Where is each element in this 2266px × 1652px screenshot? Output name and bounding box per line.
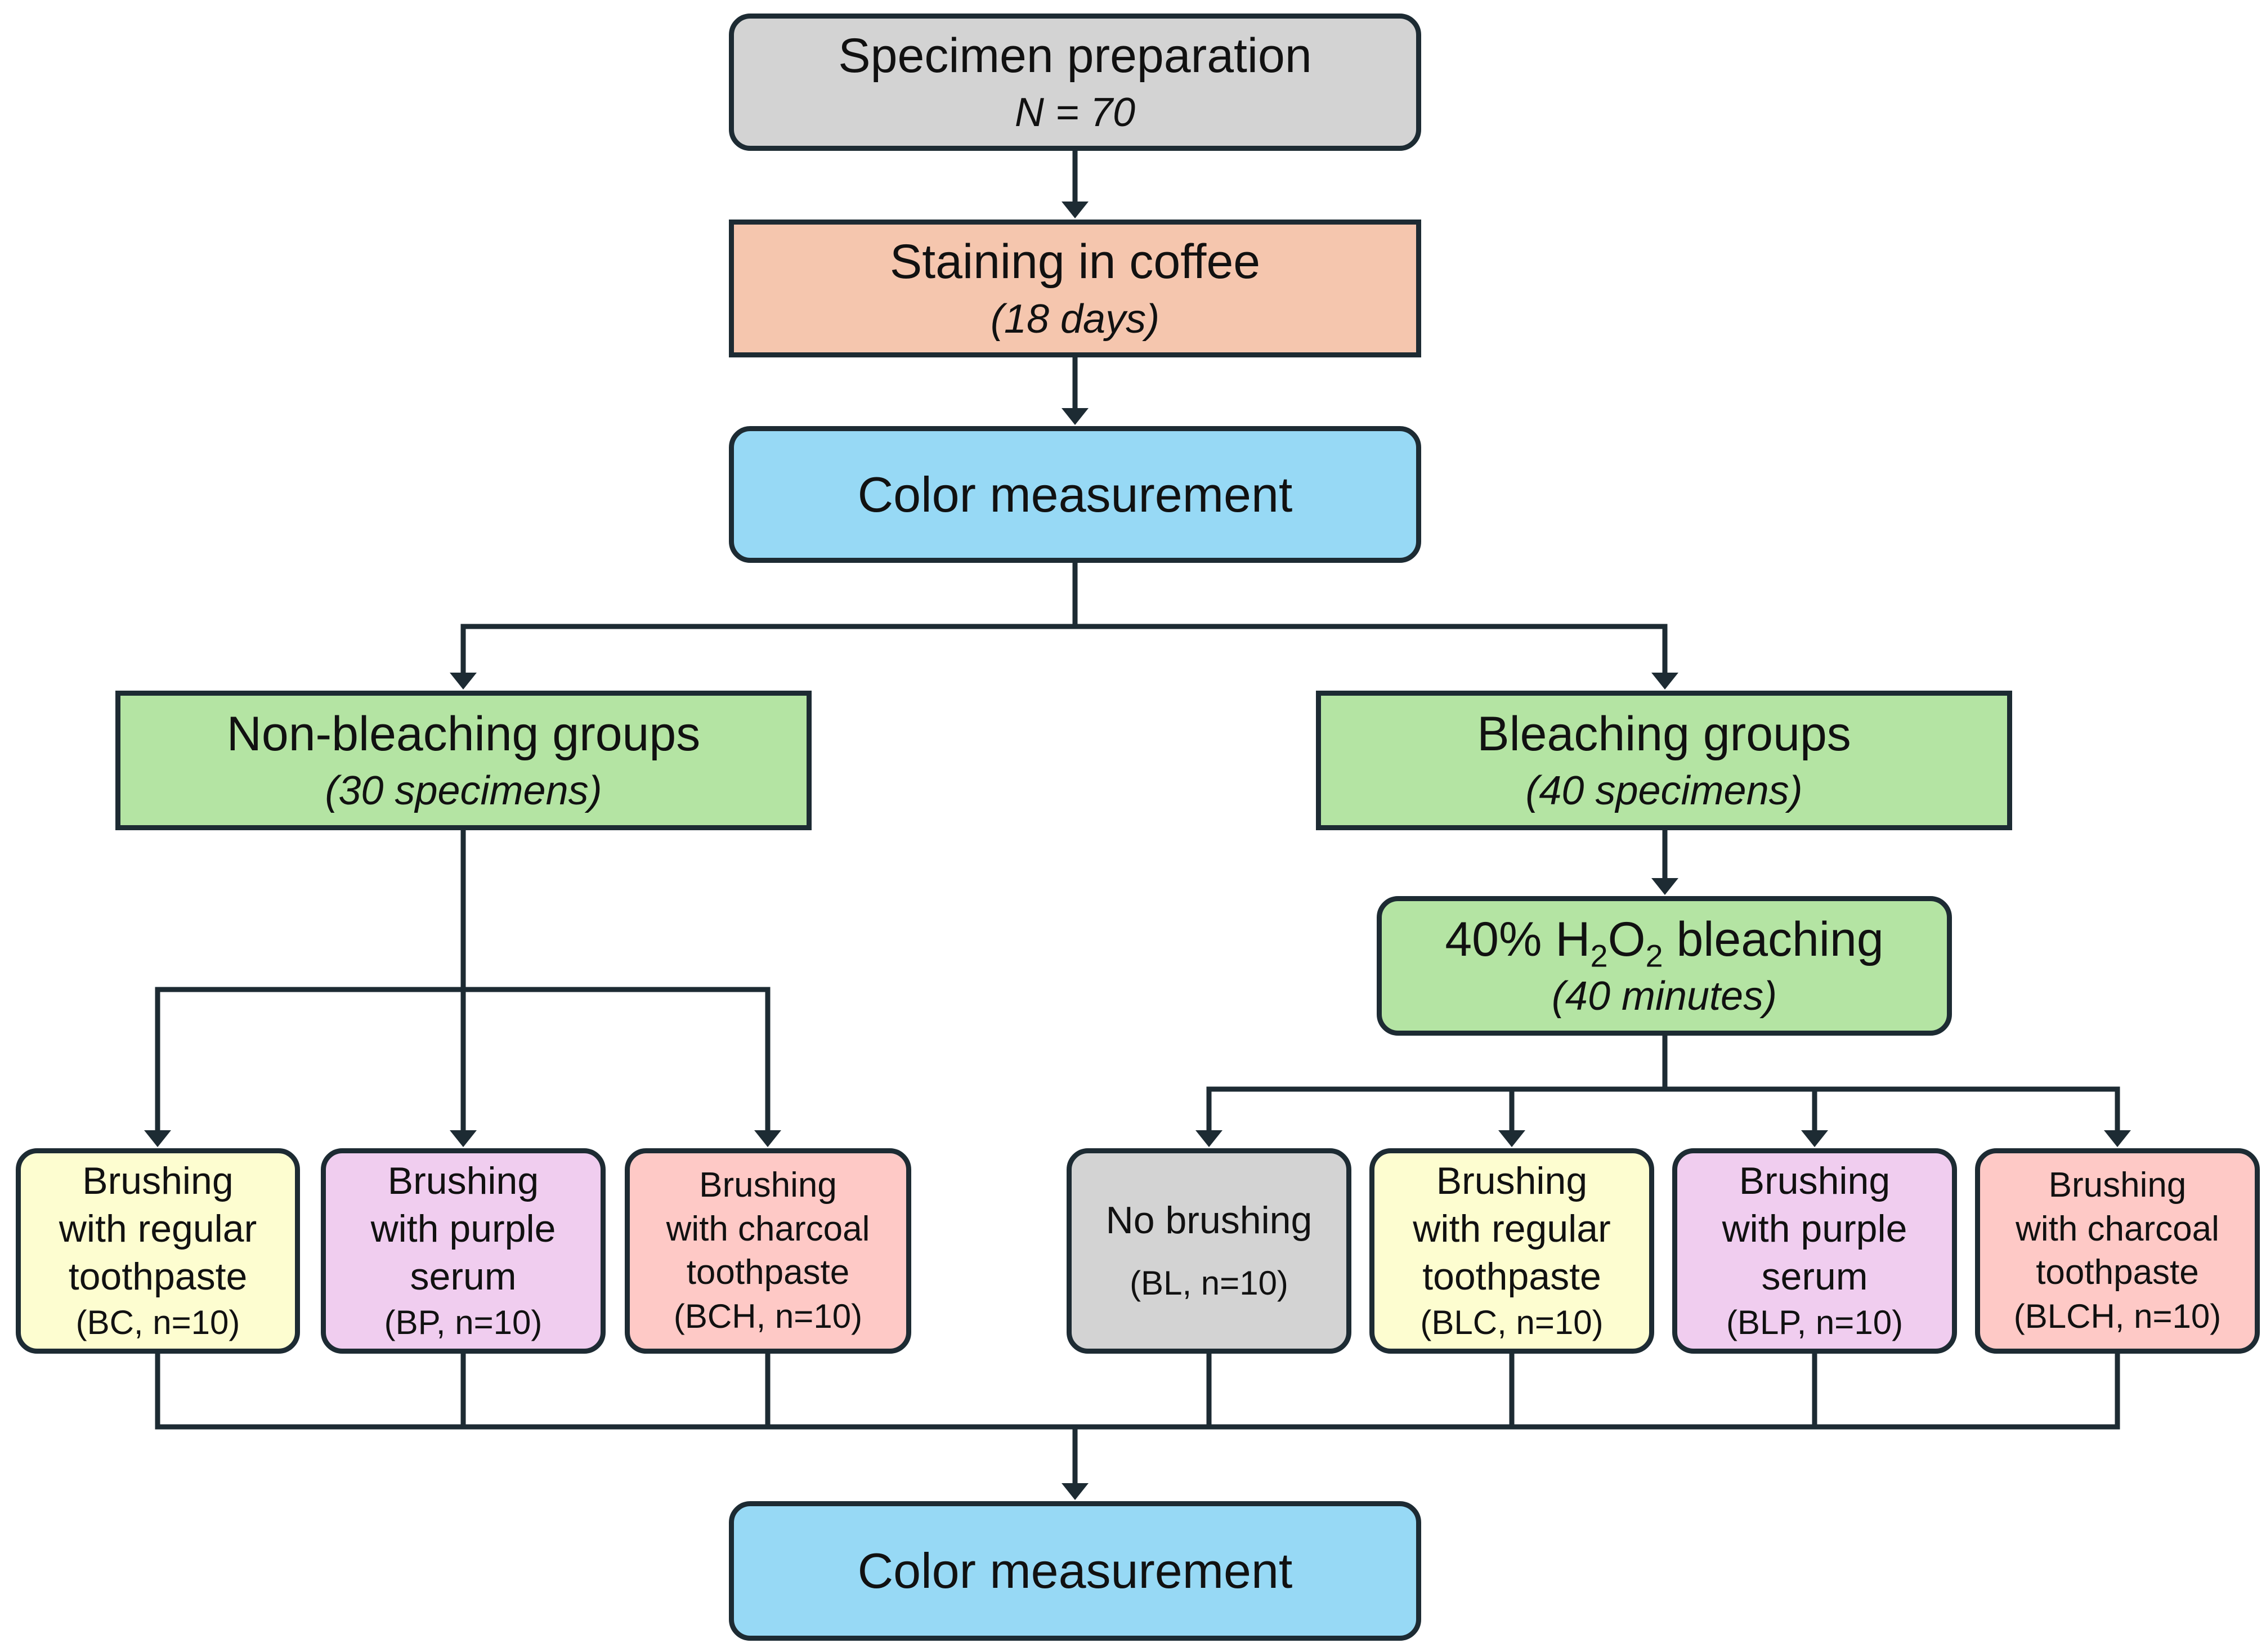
group-bc-line2: with regular — [59, 1207, 257, 1250]
group-blch-line1: Brushing — [2048, 1166, 2187, 1205]
group-blc-line1: Brushing — [1436, 1159, 1588, 1202]
arrowhead — [1062, 202, 1089, 218]
group-bp-line3: serum — [410, 1255, 517, 1298]
bleaching-title: Bleaching groups — [1477, 706, 1851, 761]
h2o2-sub1: 2 — [1590, 938, 1608, 974]
arrowhead — [1062, 408, 1089, 425]
staining-duration: (18 days) — [990, 296, 1160, 342]
staining-box: Staining in coffee (18 days) — [729, 220, 1421, 357]
group-bch-line1: Brushing — [699, 1166, 837, 1205]
arrowhead — [1195, 1130, 1222, 1147]
h2o2-duration: (40 minutes) — [1551, 974, 1777, 1019]
group-bc-code: (BC, n=10) — [75, 1304, 240, 1341]
group-blc-box: Brushing with regular toothpaste (BLC, n… — [1369, 1148, 1654, 1354]
group-bch-line2: with charcoal — [666, 1209, 870, 1248]
h2o2-mid: O — [1607, 912, 1646, 966]
arrowhead — [144, 1130, 171, 1147]
group-bc-box: Brushing with regular toothpaste (BC, n=… — [16, 1148, 300, 1354]
h2o2-prefix: 40% H — [1445, 912, 1591, 966]
specimen-preparation-title: Specimen preparation — [838, 28, 1312, 83]
non-bleaching-title: Non-bleaching groups — [226, 706, 701, 761]
group-blch-code: (BLCH, n=10) — [2013, 1297, 2222, 1335]
non-bleaching-count: (30 specimens) — [325, 768, 602, 814]
color-measurement-title-bottom: Color measurement — [857, 1543, 1293, 1599]
group-blp-line2: with purple — [1722, 1207, 1907, 1250]
group-blp-line3: serum — [1761, 1255, 1868, 1298]
group-bch-line3: toothpaste — [686, 1253, 850, 1292]
h2o2-sub2: 2 — [1645, 938, 1663, 974]
arrowhead — [2104, 1130, 2131, 1147]
arrowhead — [1651, 673, 1678, 690]
h2o2-bleaching-box: 40% H2O2 bleaching (40 minutes) — [1377, 896, 1952, 1036]
arrowhead — [1801, 1130, 1828, 1147]
group-bch-code: (BCH, n=10) — [673, 1297, 863, 1335]
group-blp-line1: Brushing — [1739, 1159, 1891, 1202]
group-bp-line2: with purple — [370, 1207, 556, 1250]
group-blp-box: Brushing with purple serum (BLP, n=10) — [1672, 1148, 1957, 1354]
group-bl-box: No brushing (BL, n=10) — [1067, 1148, 1351, 1354]
group-bc-line1: Brushing — [82, 1159, 234, 1202]
group-blch-line3: toothpaste — [2036, 1253, 2199, 1292]
arrowhead — [1498, 1130, 1525, 1147]
color-measurement-box-top: Color measurement — [729, 426, 1421, 563]
h2o2-bleaching-title: 40% H2O2 bleaching — [1445, 911, 1884, 971]
group-bl-code: (BL, n=10) — [1130, 1264, 1288, 1302]
group-blch-box: Brushing with charcoal toothpaste (BLCH,… — [1975, 1148, 2260, 1354]
arrowhead — [450, 673, 477, 690]
group-bp-code: (BP, n=10) — [384, 1304, 543, 1341]
bleaching-groups-box: Bleaching groups (40 specimens) — [1316, 691, 2012, 830]
non-bleaching-groups-box: Non-bleaching groups (30 specimens) — [115, 691, 812, 830]
group-blch-line2: with charcoal — [2016, 1209, 2219, 1248]
group-bl-line1: No brushing — [1105, 1199, 1313, 1242]
color-measurement-box-bottom: Color measurement — [729, 1501, 1421, 1641]
group-bp-line1: Brushing — [387, 1159, 539, 1202]
color-measurement-title-top: Color measurement — [857, 466, 1293, 522]
specimen-preparation-box: Specimen preparation N = 70 — [729, 14, 1421, 151]
group-bp-box: Brushing with purple serum (BP, n=10) — [321, 1148, 606, 1354]
group-bch-box: Brushing with charcoal toothpaste (BCH, … — [625, 1148, 911, 1354]
arrowhead — [754, 1130, 781, 1147]
specimen-count: N = 70 — [1014, 90, 1136, 136]
group-blc-code: (BLC, n=10) — [1420, 1304, 1604, 1341]
arrowhead — [1651, 878, 1678, 895]
arrowhead — [1062, 1483, 1089, 1500]
group-blp-code: (BLP, n=10) — [1726, 1304, 1904, 1341]
arrowhead — [450, 1130, 477, 1147]
group-blc-line3: toothpaste — [1422, 1255, 1601, 1298]
group-blc-line2: with regular — [1413, 1207, 1611, 1250]
h2o2-suffix: bleaching — [1663, 912, 1884, 966]
group-bc-line3: toothpaste — [68, 1255, 248, 1298]
bleaching-count: (40 specimens) — [1525, 768, 1803, 814]
staining-title: Staining in coffee — [889, 235, 1261, 289]
